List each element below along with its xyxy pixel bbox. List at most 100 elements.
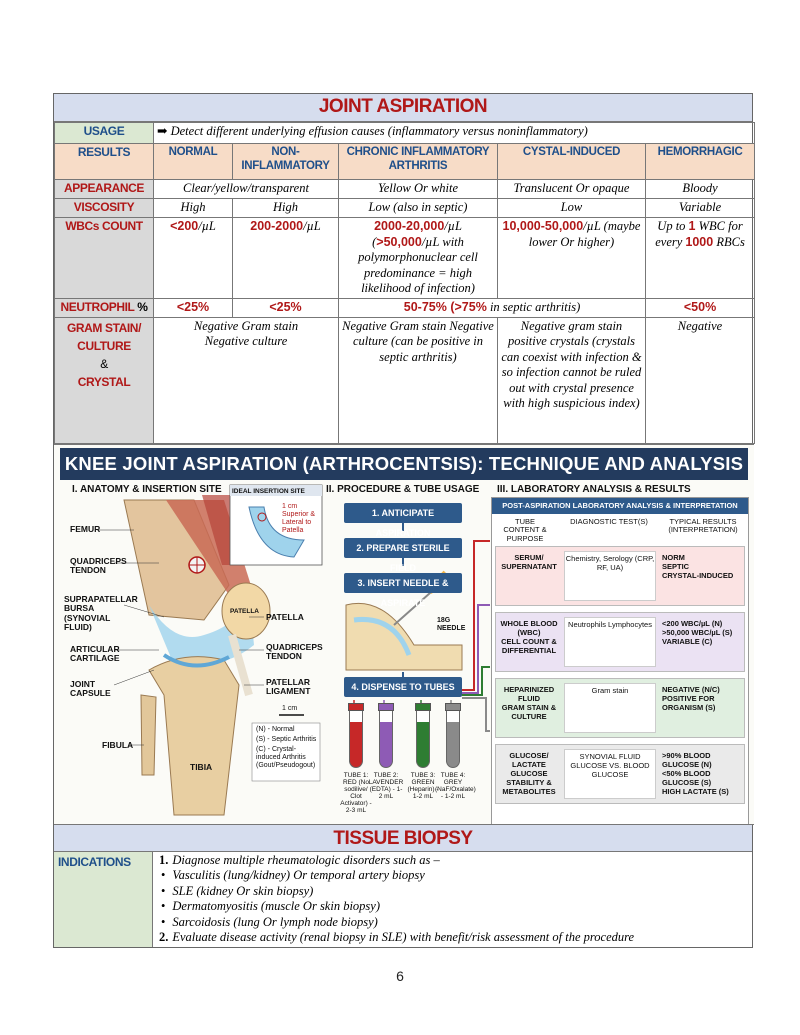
cartilage-label: ARTICULAR CARTILAGE xyxy=(70,643,120,663)
fibula-label: FIBULA xyxy=(102,739,134,750)
bullet-4: Sarcoidosis (lung Or lymph node biopsy) xyxy=(172,914,378,929)
viscosity-noninfl: High xyxy=(232,198,339,218)
gram-label-1: GRAM STAIN/ xyxy=(66,320,142,335)
viscosity-hemorrhagic: Variable xyxy=(644,198,756,218)
quad-label: QUADRICEPS TENDON xyxy=(70,555,127,575)
wbc-hem-pre: Up to xyxy=(657,219,689,233)
lab-row-content: HEPARINIZED FLUID GRAM STAIN & CULTURE xyxy=(501,684,557,721)
wbc-crystal: 10,000-50,000/µL (maybe lower Or higher) xyxy=(497,217,646,299)
viscosity-chronic: Low (also in septic) xyxy=(338,198,498,218)
usage-text: ➡ Detect different underlying effusion c… xyxy=(152,122,756,144)
joint-aspiration-sheet: JOINT ASPIRATION USAGE ➡ Detect differen… xyxy=(53,93,756,949)
tube-2 xyxy=(378,702,394,768)
legend-normal: (N) - Normal xyxy=(256,725,295,733)
lab-row-result: >90% BLOOD GLUCOSE (N) <50% BLOOD GLUCOS… xyxy=(662,750,729,796)
wbc-crystal-rest: /µL (maybe lower Or higher) xyxy=(528,219,641,249)
tube-label-3: TUBE 3: GREEN (Heparin) - 1-2 mL xyxy=(407,771,439,800)
tube-cap xyxy=(348,702,364,711)
tube-label-2: TUBE 2: LAVENDER (EDTA) - 1-2 mL xyxy=(368,771,404,800)
gram-label-3: & xyxy=(100,356,108,371)
infographic-title: KNEE JOINT ASPIRATION (ARTHROCENTSIS): T… xyxy=(60,447,748,480)
col-hemorrhagic: HEMORRHAGIC xyxy=(644,143,756,180)
tube-label-1: TUBE 1: RED (No sodilive/ Clot Activator… xyxy=(340,771,372,814)
gram-label-4: CRYSTAL xyxy=(77,374,131,389)
item1-text: Diagnose multiple rheumatologic disorder… xyxy=(172,852,440,867)
lab-row-test: Neutrophils Lymphocytes xyxy=(564,616,656,667)
step-4: 4. DISPENSE TO TUBES xyxy=(344,676,462,697)
section-lab-title: III. LABORATORY ANALYSIS & RESULTS xyxy=(497,483,691,495)
gram-crystal: Negative gram stain positive crystals (c… xyxy=(497,316,646,444)
tube-label-4: TUBE 4: GREY (NaF/Oxalate) - 1-2 mL xyxy=(435,771,476,800)
indication-bullet: •Sarcoidosis (lung Or lymph node biopsy) xyxy=(161,914,378,929)
tibia-label: TIBIA xyxy=(190,761,213,772)
gram-chronic: Negative Gram stain Negative culture (ca… xyxy=(338,316,498,444)
lab-row-content: SERUM/ SUPERNATANT xyxy=(501,552,557,571)
wbc-normal-unit: /µL xyxy=(198,219,216,233)
site-desc: 1 cm Superior & Lateral to Patella xyxy=(282,502,316,534)
tissue-biopsy-title: TISSUE BIOPSY xyxy=(54,824,752,852)
neutrophil-mid-c: in septic arthritis) xyxy=(486,299,581,314)
wbc-chronic-unit: /µL xyxy=(444,219,462,233)
neutrophil-label-suffix: % xyxy=(134,299,148,314)
lab-col-content: TUBE CONTENT & PURPOSE xyxy=(503,516,547,543)
appearance-normal: Clear/yellow/transparent xyxy=(153,179,339,199)
col-crystal: CYSTAL-INDUCED xyxy=(497,143,646,180)
indication-bullet: •Dermatomyositis (muscle Or skin biopsy) xyxy=(161,899,381,914)
neutrophil-noninfl-value: <25% xyxy=(269,299,302,314)
tube-cap xyxy=(415,702,431,711)
lab-row-test: Chemistry, Serology (CRP, RF, UA) xyxy=(564,550,656,601)
col-noninflammatory: NON-INFLAMMATORY xyxy=(232,143,339,180)
neutrophil-noninfl: <25% xyxy=(232,297,339,318)
indications-row: INDICATIONS 1.Diagnose multiple rheumato… xyxy=(54,851,752,948)
step-2: 2. PREPARE STERILE FIELD xyxy=(344,537,462,573)
neutrophil-normal: <25% xyxy=(153,297,233,318)
lab-row: GLUCOSE/ LACTATE GLUCOSE STABILITY & MET… xyxy=(495,743,745,804)
item2-num: 2. xyxy=(159,930,169,945)
wbc-hemorrhagic: Up to 1 WBC for every 1000 RBCs xyxy=(644,217,756,299)
wbc-chronic-num2: >50,000 xyxy=(376,234,422,249)
lab-row-test: SYNOVIAL FLUID GLUCOSE VS. BLOOD GLUCOSE xyxy=(564,748,656,799)
step-1: 1. ANTICIPATE ASPIRATION xyxy=(344,502,462,538)
gram-label-2: CULTURE xyxy=(77,338,131,353)
col-normal: NORMAL xyxy=(153,143,233,180)
indication-item-1: 1.Diagnose multiple rheumatologic disord… xyxy=(159,853,746,869)
neutrophil-normal-value: <25% xyxy=(176,299,210,314)
indication-bullet: •SLE (kidney Or skin biopsy) xyxy=(161,883,314,898)
viscosity-crystal: Low xyxy=(497,198,646,218)
knee-aspiration-infographic: KNEE JOINT ASPIRATION (ARTHROCENTSIS): T… xyxy=(54,443,754,825)
lab-row-test: Gram stain xyxy=(564,682,656,733)
item2-text: Evaluate disease activity (renal biopsy … xyxy=(172,930,635,945)
wbc-chronic: 2000-20,000/µL(>50,000/µL with polymorph… xyxy=(338,217,498,299)
neutrophil-hem-value: <50% xyxy=(683,299,717,314)
neutrophil-label-text: NEUTROPHIL xyxy=(60,299,135,314)
tube-4 xyxy=(445,702,461,768)
viscosity-normal: High xyxy=(153,198,233,218)
usage-label: USAGE xyxy=(54,122,154,144)
wbc-chronic-open: ( xyxy=(372,234,377,249)
wbc-chronic-rest: /µL with polymorphonuclear cell predomin… xyxy=(358,234,478,296)
lab-row-result: NEGATIVE (N/C) POSITIVE FOR ORGANISM (S) xyxy=(662,684,720,712)
lab-head: POST-ASPIRATION LABORATORY ANALYSIS & IN… xyxy=(492,497,748,514)
viscosity-label: VISCOSITY xyxy=(54,198,154,218)
lab-row-content: GLUCOSE/ LACTATE GLUCOSE STABILITY & MET… xyxy=(502,750,556,796)
lab-analysis-panel: POST-ASPIRATION LABORATORY ANALYSIS & IN… xyxy=(491,496,749,824)
tube-1 xyxy=(348,702,364,768)
bullet-1: Vasculitis (lung/kidney) Or temporal art… xyxy=(172,868,425,883)
patella-label: PATELLA xyxy=(266,611,304,622)
step-3: 3. INSERT NEEDLE & ASPIRATE xyxy=(344,572,462,608)
neutrophil-label: NEUTROPHIL % xyxy=(54,297,154,318)
capsule-label: JOINT CAPSULE xyxy=(70,678,111,698)
wbc-hem-num: 1000 xyxy=(685,234,714,249)
indications-label: INDICATIONS xyxy=(54,851,153,948)
lab-col-result: TYPICAL RESULTS (INTERPRETATION) xyxy=(668,516,738,534)
section-anatomy-title: I. ANATOMY & INSERTION SITE xyxy=(72,483,222,495)
indications-body: 1.Diagnose multiple rheumatologic disord… xyxy=(153,852,752,948)
wbc-hem-mid: WBC for every xyxy=(655,219,743,249)
wbc-noninfl: 200-2000/µL xyxy=(232,217,339,299)
indication-item-2: 2.Evaluate disease activity (renal biops… xyxy=(159,930,746,946)
page-number: 6 xyxy=(396,968,404,984)
appearance-chronic: Yellow Or white xyxy=(338,179,498,199)
wbc-hem-one: 1 xyxy=(688,219,696,233)
wbc-crystal-num: 10,000-50,000 xyxy=(502,219,584,233)
